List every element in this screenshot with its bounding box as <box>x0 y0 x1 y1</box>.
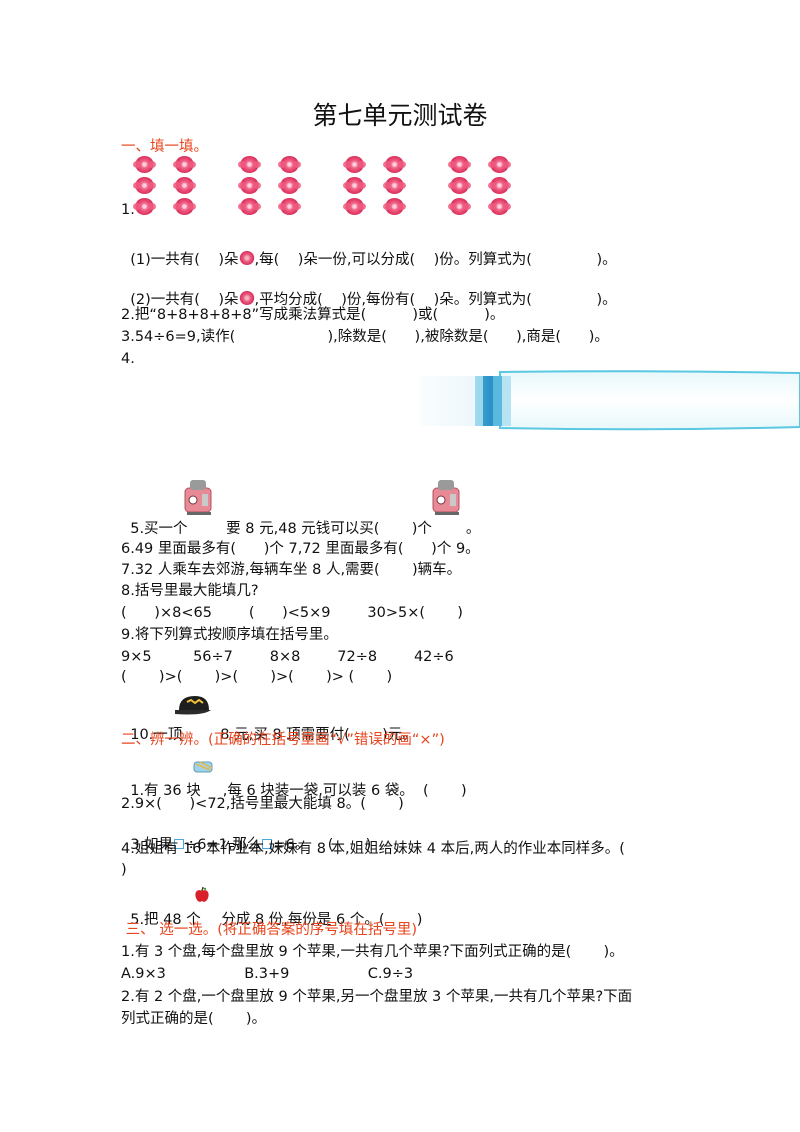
pencil-sharpener-icon <box>432 480 460 515</box>
flower-icon <box>278 198 301 215</box>
q4: 4. <box>121 351 135 367</box>
section-3-heading: 三、 选一选。(将正确答案的序号填在括号里) <box>121 922 418 938</box>
flower-icon <box>133 177 156 194</box>
candy-icon <box>193 761 213 773</box>
pencil-sharpener-icon <box>184 480 212 515</box>
text: )份。列算式为( <box>433 252 532 268</box>
flower-icon <box>278 156 301 173</box>
section-1-heading: 一、填一填。 <box>121 139 208 155</box>
s2-q3: 3.如果 ÷6=1,那么 =6。 ( ) <box>121 818 371 854</box>
flower-icon <box>343 198 366 215</box>
flower-icon <box>383 198 406 215</box>
text: 8 元,买 8 顶需要付( )元。 <box>220 727 417 743</box>
text: (1)一共有( <box>130 252 200 268</box>
text: 5.买一个 <box>130 521 188 537</box>
answer-blank[interactable] <box>532 292 597 308</box>
text: ,每 6 块装一袋,可以装 6 袋。 ( ) <box>222 783 467 799</box>
flower-icon <box>278 177 301 194</box>
text: 10.一顶 <box>130 727 183 743</box>
flower-icon <box>448 156 471 173</box>
s3-q1-options: A.9×3 B.3+9 C.9÷3 <box>121 966 414 982</box>
text: 3.如果 <box>130 837 174 853</box>
page-title: 第七单元测试卷 <box>312 101 488 130</box>
q8: 8.括号里最大能填几? <box>121 583 259 599</box>
section-2-heading: 二、辨一辨。(正确的在括号里画“√”错误的画“×”) <box>121 732 445 748</box>
answer-blank[interactable] <box>279 252 297 268</box>
answer-blank[interactable] <box>532 252 597 268</box>
text: ,平均分成( <box>254 292 323 308</box>
q1-part2: (2)一共有( )朵 ,平均分成( )份,每份有( )朵。列算式为( )。 <box>121 273 617 309</box>
flower-icon <box>488 177 511 194</box>
q1-label: 1. <box>121 202 135 218</box>
q2: 2.把“8+8+8+8+8”写成乘法算式是( )或( )。 <box>121 307 505 323</box>
q10: 10.一顶 8 元,买 8 顶需要付( )元。 <box>121 708 417 744</box>
q9: 9.将下列算式按顺序填在括号里。 <box>121 627 338 643</box>
q5: 5.买一个 要 8 元,48 元钱可以买( )个 。 <box>121 502 480 538</box>
flower-icon <box>343 156 366 173</box>
flower-icon <box>173 156 196 173</box>
flower-icon <box>383 177 406 194</box>
answer-blank[interactable] <box>415 252 433 268</box>
flower-icon <box>238 251 255 265</box>
water-tank-image <box>400 368 800 432</box>
text: 要 8 元,48 元钱可以买( )个 <box>221 521 432 537</box>
s2-q1: 1.有 36 块 ,每 6 块装一袋,可以装 6 袋。 ( ) <box>121 764 467 800</box>
q6: 6.49 里面最多有( )个 7,72 里面最多有( )个 9。 <box>121 541 480 557</box>
flower-icon <box>488 156 511 173</box>
flower-icon <box>488 198 511 215</box>
s2-q4-line1: 4.姐姐有 16 本作业本,妹妹有 8 本,姐姐给妹妹 4 本后,两人的作业本同… <box>121 841 625 857</box>
flower-icon <box>238 198 261 215</box>
flower-icon <box>383 156 406 173</box>
text: )朵一份,可以分成( <box>297 252 416 268</box>
flower-icon <box>133 198 156 215</box>
flower-icon <box>173 198 196 215</box>
text: 5.把 48 个 <box>130 912 201 928</box>
s2-q2: 2.9×( )<72,括号里最大能填 8。( ) <box>121 796 404 812</box>
q9-row: 9×5 56÷7 8×8 72÷8 42÷6 <box>121 649 454 665</box>
apple-icon <box>195 886 209 902</box>
q9-blanks: ( )>( )>( )>( )> ( ) <box>121 669 393 685</box>
q8-row: ( )×8<65 ( )<5×9 30>5×( ) <box>121 605 463 621</box>
flower-icon <box>238 291 255 305</box>
q1-part1: (1)一共有( )朵 ,每( )朵一份,可以分成( )份。列算式为( )。 <box>121 233 617 269</box>
answer-blank[interactable] <box>200 252 218 268</box>
text: )。 <box>596 252 617 268</box>
flower-icon <box>238 177 261 194</box>
text: )朵。列算式为( <box>433 292 532 308</box>
q7: 7.32 人乘车去郊游,每辆车坐 8 人,需要( )辆车。 <box>121 562 462 578</box>
text: )朵 <box>218 292 239 308</box>
square-icon <box>262 839 273 849</box>
text: )。 <box>596 292 617 308</box>
text: =6。 ( ) <box>273 837 372 853</box>
s3-q2-line2: 列式正确的是( )。 <box>121 1011 267 1027</box>
flower-icon <box>448 198 471 215</box>
s3-q2-line1: 2.有 2 个盘,一个盘里放 9 个苹果,另一个盘里放 3 个苹果,一共有几个苹… <box>121 989 633 1005</box>
text: 分成 8 份,每份是 6 个。( ) <box>216 912 423 928</box>
flower-icon <box>133 156 156 173</box>
text: (2)一共有( <box>130 292 200 308</box>
text: )朵 <box>218 252 239 268</box>
text: )份,每份有( <box>341 292 416 308</box>
square-icon <box>174 839 185 849</box>
flower-icon <box>448 177 471 194</box>
cap-icon <box>175 696 211 715</box>
text: ÷6=1,那么 <box>185 837 262 853</box>
q3: 3.54÷6=9,读作( ),除数是( ),被除数是( ),商是( )。 <box>121 329 609 345</box>
s2-q5: 5.把 48 个 分成 8 份,每份是 6 个。( ) <box>121 893 422 929</box>
text: 1.有 36 块 <box>130 783 201 799</box>
flower-icon <box>238 156 261 173</box>
s2-q4-line2: ) <box>121 862 127 878</box>
s3-q1: 1.有 3 个盘,每个盘里放 9 个苹果,一共有几个苹果?下面列式正确的是( )… <box>121 944 624 960</box>
text: 。 <box>465 521 481 537</box>
flower-icon <box>343 177 366 194</box>
text: ,每( <box>254 252 280 268</box>
flower-icon <box>173 177 196 194</box>
